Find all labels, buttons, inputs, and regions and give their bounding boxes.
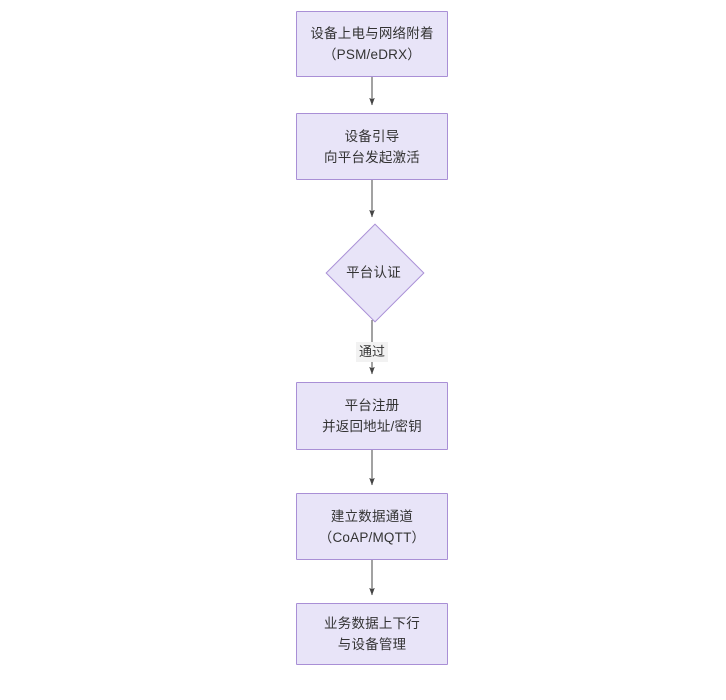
edge-label-pass: 通过 (356, 342, 389, 362)
node-label: 平台认证 (346, 264, 401, 280)
node-label: 设备上电与网络附着 （PSM/eDRX） (310, 26, 434, 62)
node-establish-data-channel[interactable]: 建立数据通道 （CoAP/MQTT） (296, 493, 448, 560)
node-device-power-on[interactable]: 设备上电与网络附着 （PSM/eDRX） (296, 11, 448, 77)
node-device-bootstrap[interactable]: 设备引导 向平台发起激活 (296, 113, 448, 180)
node-platform-registration[interactable]: 平台注册 并返回地址/密钥 (296, 382, 448, 450)
node-label: 业务数据上下行 与设备管理 (324, 616, 420, 652)
node-platform-authentication[interactable]: 平台认证 (325, 223, 424, 323)
node-label: 平台注册 并返回地址/密钥 (322, 398, 422, 434)
node-business-data-and-management[interactable]: 业务数据上下行 与设备管理 (296, 603, 448, 665)
node-label: 建立数据通道 （CoAP/MQTT） (318, 508, 426, 545)
node-label: 设备引导 向平台发起激活 (324, 128, 420, 165)
